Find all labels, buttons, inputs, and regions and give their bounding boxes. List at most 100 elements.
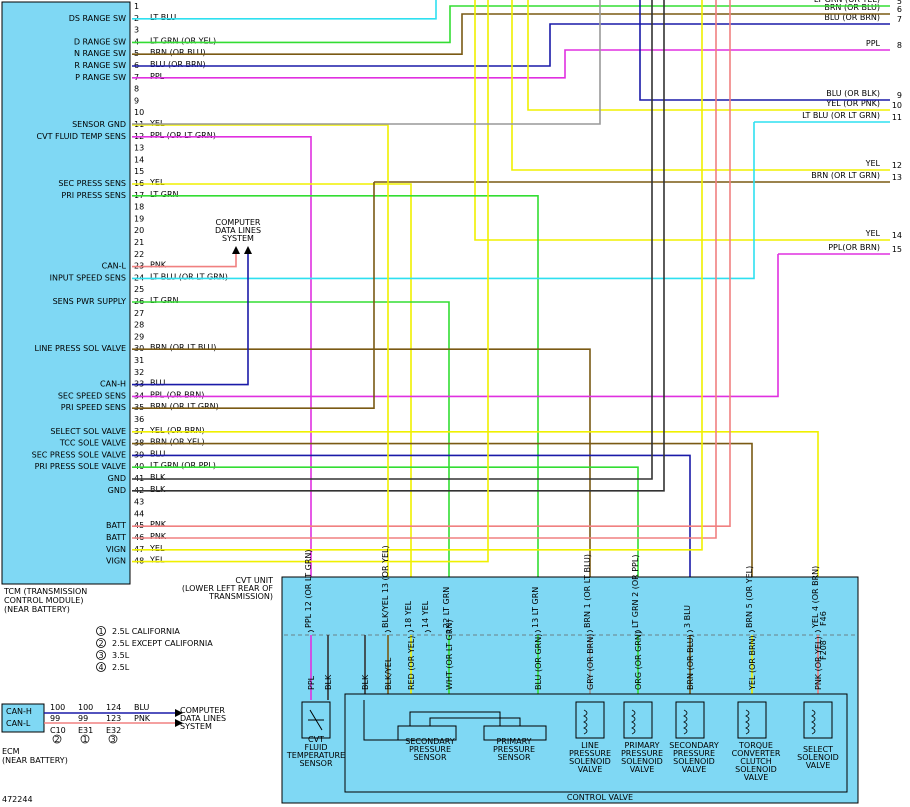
tcm-pin-color: BLK [150,473,166,482]
solenoid-coil-icon [583,709,588,735]
right-pin-label: YEL [865,229,881,238]
right-pin-number: 11 [892,113,902,122]
ecm-arrow-l [175,719,183,727]
ecm-pin-l: 123 [106,714,121,723]
tcm-pin-color: PNK [150,532,167,541]
component-label: SOLENOID [673,757,715,766]
tcm-pin-number: 27 [134,309,144,318]
ecm-caption: ECM [2,747,20,756]
component-label: SELECT [803,745,833,754]
wire-vign-47 [132,0,703,551]
wire-sec-press-sol [132,454,691,635]
data-lines-label: SYSTEM [222,234,254,243]
tcm-pin-number: 9 [134,96,139,105]
tcm-pin-number: 20 [134,226,144,235]
cvt-inner-label: PPL [307,675,316,690]
tcm-pin-signal: SELECT SOL VALVE [50,427,126,436]
data-lines-label: DATA LINES [215,226,261,235]
right-pin-number: 6 [897,5,902,14]
tcm-pin-color: PNK [150,520,167,529]
wire-pin12 [511,0,890,171]
note-circle [96,638,106,648]
tcm-pin-color: YEL [149,556,165,565]
wire-line-press [132,348,591,635]
note-circle [96,650,106,660]
diagram-id: 472244 [2,795,33,804]
component-label: SECONDARY [405,737,455,746]
tcm-pin-color: YEL [149,544,165,553]
ecm-dest: SYSTEM [180,722,212,731]
right-pin-label: LT GRN (OR YEL) [814,0,880,4]
tcm-pin-number: 8 [134,85,139,94]
cvt-pin-label: YEL 4 (OR BRN) [811,566,820,629]
control-valve-label: CONTROL VALVE [567,793,633,802]
tcm-pin-signal: D RANGE SW [74,37,126,46]
note-circle [96,662,106,672]
tcm-pin-color: PPL (OR BRN) [150,390,204,399]
cvt-pin-mark [407,630,415,633]
right-pin-label: PPL(OR BRN) [828,243,880,252]
cvt-pin-label: 14 YEL [421,600,430,628]
tcm-pin-color: YEL [149,178,165,187]
cvt-inner-label: ORG (OR GRN) [634,631,643,690]
right-pin-number: 14 [892,231,902,240]
ecm-pin-h: 100 [78,703,93,712]
tcm-pin-color: LT GRN (OR YEL) [150,36,216,45]
ecm-note-num: 1 [82,735,87,744]
cvt-inner-label: BRN (OR BLU) [686,634,695,690]
ecm-note-circle [108,734,118,744]
tcm-pin-signal: LINE PRESS SOL VALVE [35,344,126,353]
component-label: SENSOR [497,753,530,762]
solenoid-box [575,701,605,739]
tcm-pin-signal: R RANGE SW [74,61,126,70]
tcm-pin-signal: GND [108,486,126,495]
cvt-pin-mark [534,630,542,633]
component-label: PRIMARY [624,741,659,750]
solenoid-coil-icon [745,709,750,735]
tcm-pin-color: PPL [150,72,165,81]
wire-r-range [132,23,890,67]
tcm-pin-signal: VIGN [106,545,126,554]
component-label: VALVE [578,765,603,774]
tcm-pin-color: YEL (OR BRN) [149,426,205,435]
right-pin-number: 15 [892,245,902,254]
ecm-box [1,703,45,733]
ecm-h-color: BLU [134,703,150,712]
wire-select-sol [132,430,819,635]
cvt-pin-mark [445,630,453,633]
tcm-pin-color: LT BLU [150,13,176,22]
ecm-connector: C10 [50,726,66,735]
tcm-pin-number: 18 [134,203,144,212]
component-label: LINE [581,741,599,750]
tcm-pin-signal: INPUT SPEED SENS [50,273,126,282]
note-number: 3 [98,651,103,660]
ecm-connector: E32 [106,726,121,735]
wire-can-h [132,252,249,386]
right-pin-number: 12 [892,161,902,170]
component-label: VALVE [744,773,769,782]
cvt-pin-mark [424,630,432,633]
control-valve-box [344,693,848,793]
component-label: VALVE [806,761,831,770]
sensor-bus [409,711,501,726]
ecm-pin-h: 100 [50,703,65,712]
solenoid-coil-icon [811,709,816,735]
right-pin-label: LT BLU (OR LT GRN) [802,111,880,120]
tcm-pin-number: 25 [134,285,144,294]
wire-ds-range [132,0,437,20]
wire-n-range [132,13,890,56]
cvt-pin-label: BRN 5 (OR YEL) [745,566,754,628]
solenoid-coil-icon [683,709,688,735]
ecm-dest: DATA LINES [180,714,226,723]
cvt-inner-label: WHT (OR LT GRN) [445,619,454,690]
tcm-pin-signal: TCC SOLE VALVE [59,439,126,448]
component-label: VALVE [682,765,707,774]
tcm-pin-color: LT BLU (OR LT GRN) [150,272,228,281]
wire-gnd-41 [132,0,653,480]
component-label: SENSOR [299,759,332,768]
tcm-pin-number: 22 [134,250,144,259]
tcm-pin-signal: SEC PRESS SOLE VALVE [32,450,126,459]
right-pin-number: 10 [892,101,902,110]
tcm-pin-signal: PRI SPEED SENS [61,403,126,412]
